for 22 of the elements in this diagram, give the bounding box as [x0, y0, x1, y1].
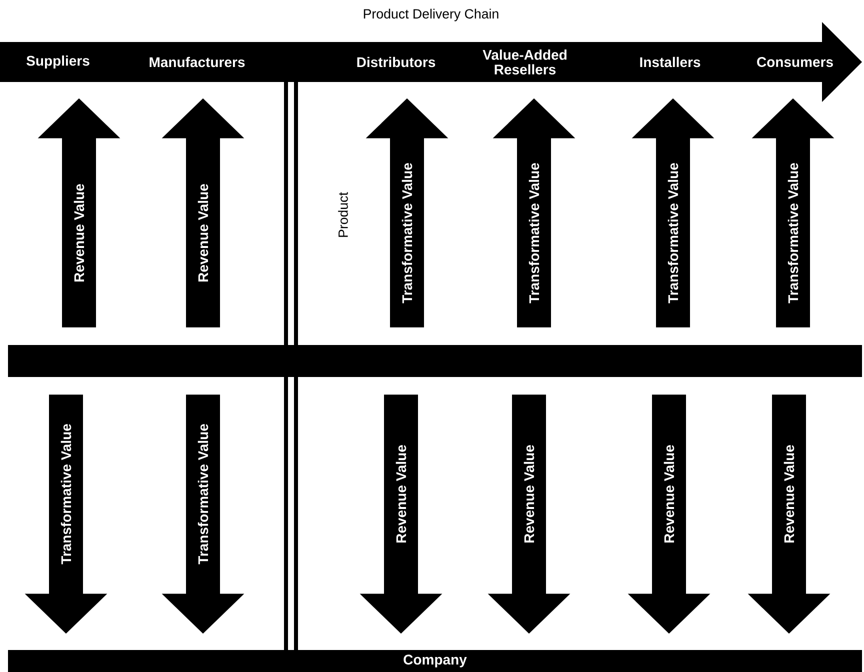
side-label: Product: [338, 192, 348, 237]
edge-label: Revenue Value: [72, 182, 86, 284]
edge-label: Transformative Value: [666, 161, 680, 305]
edge-label: Revenue Value: [394, 443, 408, 545]
edge-label: Transformative Value: [786, 161, 800, 305]
stage-label: Suppliers: [26, 55, 90, 69]
bar: [8, 345, 862, 377]
company-bar: Company: [8, 650, 862, 672]
stage-label: Installers: [640, 56, 700, 68]
stage-label: Value-Added Resellers: [482, 50, 566, 74]
edge-label: Transformative Value: [400, 161, 414, 305]
node-label: Product Delivery Chain: [364, 8, 498, 22]
edge-label: Revenue Value: [662, 443, 676, 545]
edge-label: Revenue Value: [522, 443, 536, 545]
edge-label: Transformative Value: [528, 161, 540, 305]
edge-label: Transformative Value: [60, 422, 72, 566]
edge-label: Transformative Value: [196, 422, 210, 566]
stage-label: Distributors: [357, 56, 436, 68]
stage-label: Manufacturers: [150, 56, 245, 68]
edge-label: Revenue Value: [196, 182, 210, 284]
edge-label: Revenue Value: [782, 443, 796, 545]
stage-label: Consumers: [757, 57, 833, 67]
